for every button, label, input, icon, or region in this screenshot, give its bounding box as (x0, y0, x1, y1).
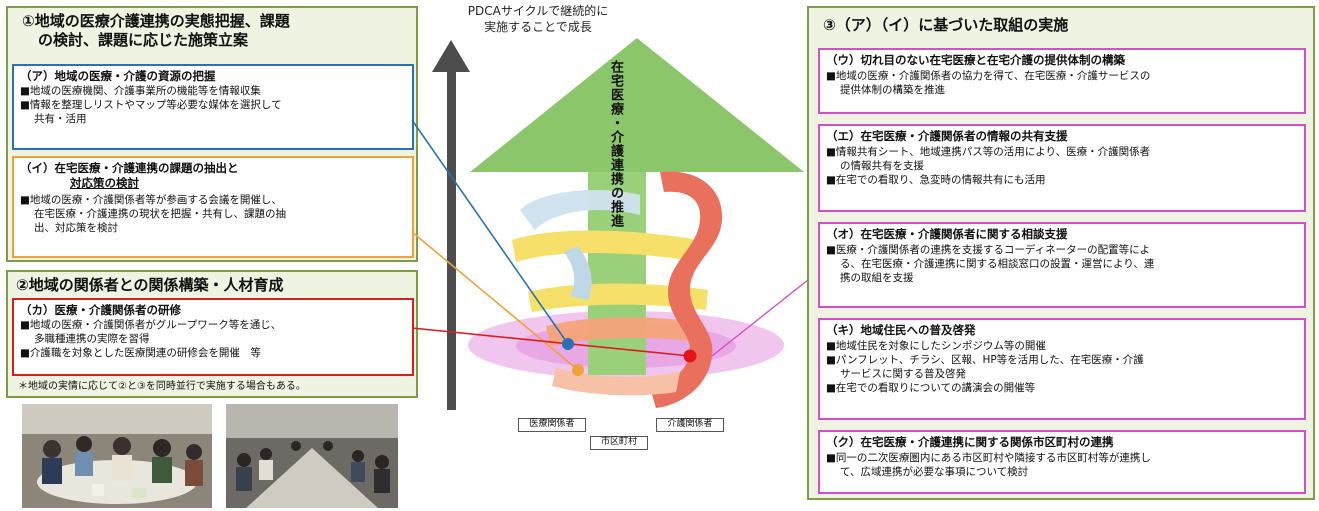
label-medical: 医療関係者 (518, 418, 586, 432)
dot-red (683, 349, 697, 363)
panel-title-1a: ①地域の医療介護連携の実態把握、課題 (22, 12, 290, 30)
meeting-photo (226, 404, 398, 508)
pdca-arrow-head (432, 40, 470, 72)
box-o-title: （オ）在宅医療・介護関係者に関する相談支援 (826, 227, 1068, 241)
dot-blue (562, 338, 574, 350)
box-e-bullet-3: ■在宅での看取り、急変時の情報共有にも活用 (826, 174, 1046, 186)
box-e-info-sharing: （エ）在宅医療・介護関係者の情報の共有支援 ■情報共有シート、地域連携パス等の活… (818, 124, 1306, 212)
panel-title-2: ②地域の関係者との関係構築・人材育成 (16, 276, 284, 294)
spiral-orange (546, 317, 700, 346)
box-ki-awareness: （キ）地域住民への普及啓発 ■地域住民を対象にしたシンポジウム等の開催 ■パンフ… (818, 318, 1306, 420)
box-u-bullet-1: ■地域の医療・介護関係者の協力を得て、在宅医療・介護サービスの (826, 70, 1151, 82)
box-o-bullet-2: る、在宅医療・介護連携に関する相談窓口の設置・運営により、連 (840, 258, 1155, 270)
dot-orange (572, 364, 584, 376)
pdca-caption-1: PDCAサイクルで継続的に (467, 4, 609, 18)
spiral-light-blue-2 (564, 246, 592, 300)
box-a-bullet-3: 共有・活用 (34, 113, 87, 125)
box-ku-title: （ク）在宅医療・介護連携に関する関係市区町村の連携 (826, 435, 1114, 449)
box-i-bullet-1: ■地域の医療・介護関係者等が参画する会議を開催し、 (20, 194, 282, 206)
box-i-bullet-2: 在宅医療・介護連携の現状を把握・共有し、課題の抽 (34, 208, 286, 220)
left-bottom-panel: ②地域の関係者との関係構築・人材育成 （カ）医療・介護関係者の研修 ■地域の医療… (6, 270, 418, 398)
box-ki-title: （キ）地域住民への普及啓発 (826, 323, 976, 337)
workshop-photo (22, 404, 212, 508)
box-o-bullet-1: ■医療・介護関係者の連携を支援するコーディネーターの配置等によ (826, 244, 1151, 256)
spiral-red (650, 171, 723, 408)
box-ka-title: （カ）医療・介護関係者の研修 (20, 303, 181, 317)
box-i-issues: （イ）在宅医療・介護連携の課題の抽出と 対応策の検討 ■地域の医療・介護関係者等… (12, 156, 414, 258)
meeting-photo-image (226, 404, 398, 508)
line-orange (411, 231, 579, 371)
panel-title-3: ③（ア）（イ）に基づいた取組の実施 (823, 16, 1069, 34)
box-ka-bullet-2: 多職種連携の実際を習得 (34, 333, 150, 345)
line-magenta (711, 271, 819, 357)
box-i-bullet-3: 出、対応策を検討 (34, 222, 118, 234)
box-a-resources: （ア）地域の医療・介護の資源の把握 ■地域の医療機関、介護事業所の機能等を情報収… (12, 64, 414, 150)
box-a-bullet-1: ■地域の医療機関、介護事業所の機能等を情報収集 (20, 85, 261, 97)
box-ki-bullet-4: ■在宅での看取りについての講演会の開催等 (826, 382, 1036, 394)
box-ki-bullet-2: ■パンフレット、チラシ、区報、HP等を活用した、在宅医療・介護 (826, 354, 1144, 366)
vertical-promotion-text: 在宅医療・介護連携の推進 (608, 60, 623, 228)
box-ka-bullet-1: ■地域の医療・介護関係者がグループワーク等を通じ、 (20, 319, 282, 331)
box-ki-bullet-1: ■地域住民を対象にしたシンポジウム等の開催 (826, 340, 1046, 352)
label-care: 介護関係者 (656, 418, 724, 432)
line-red (411, 327, 691, 357)
box-u-title: （ウ）切れ目のない在宅医療と在宅介護の提供体制の構築 (826, 53, 1125, 67)
spiral-yellow-1 (512, 230, 700, 262)
box-o-consultation: （オ）在宅医療・介護関係者に関する相談支援 ■医療・介護関係者の連携を支援するコ… (818, 222, 1306, 308)
box-ku-bullet-2: て、広域連携が必要な事項について検討 (840, 466, 1029, 478)
box-u-bullet-2: 提供体制の構築を推進 (840, 84, 945, 96)
box-ku-municipal: （ク）在宅医療・介護連携に関する関係市区町村の連携 ■同一の二次医療圏内にある市… (818, 430, 1306, 494)
tree-crown (470, 38, 804, 172)
box-a-bullet-2: ■情報を整理しリストやマップ等必要な媒体を選択して (20, 99, 282, 111)
box-u-system: （ウ）切れ目のない在宅医療と在宅介護の提供体制の構築 ■地域の医療・介護関係者の… (818, 48, 1306, 114)
box-e-title: （エ）在宅医療・介護関係者の情報の共有支援 (826, 129, 1068, 143)
parallel-note: ＊地域の実情に応じて②と③を同時並行で実施する場合もある。 (18, 381, 306, 392)
workshop-photo-image (22, 404, 212, 508)
box-e-bullet-1: ■情報共有シート、地域連携パス等の活用により、医療・介護関係者 (826, 146, 1151, 158)
right-panel: ③（ア）（イ）に基づいた取組の実施 （ウ）切れ目のない在宅医療と在宅介護の提供体… (807, 6, 1315, 500)
box-i-title-1: （イ）在宅医療・介護連携の課題の抽出と (20, 161, 239, 175)
line-blue (411, 119, 569, 345)
box-ka-bullet-3: ■介護職を対象とした医療関連の研修会を開催 等 (20, 347, 261, 359)
left-top-panel: ①地域の医療介護連携の実態把握、課題 の検討、課題に応じた施策立案 （ア）地域の… (6, 6, 418, 262)
spiral-peach (552, 368, 680, 396)
pdca-caption-2: 実施することで成長 (484, 20, 592, 34)
box-ka-training: （カ）医療・介護関係者の研修 ■地域の医療・介護関係者がグループワーク等を通じ、… (12, 298, 414, 376)
box-e-bullet-2: の情報共有を支援 (840, 160, 924, 172)
box-o-bullet-3: 携の取組を支援 (840, 272, 914, 284)
box-ku-bullet-1: ■同一の二次医療圏内にある市区町村や隣接する市区町村等が連携し (826, 452, 1151, 464)
label-city: 市区町村 (590, 436, 648, 450)
spiral-light-blue (520, 190, 640, 230)
box-a-title: （ア）地域の医療・介護の資源の把握 (20, 69, 216, 83)
pdca-arrow-shaft (447, 62, 456, 410)
box-i-title-2-text: 対応策の検討 (70, 176, 139, 190)
box-ki-bullet-3: サービスに関する普及啓発 (840, 368, 966, 380)
panel-title-1b: の検討、課題に応じた施策立案 (38, 31, 249, 49)
box-i-title-2: 対応策の検討 (70, 176, 139, 190)
